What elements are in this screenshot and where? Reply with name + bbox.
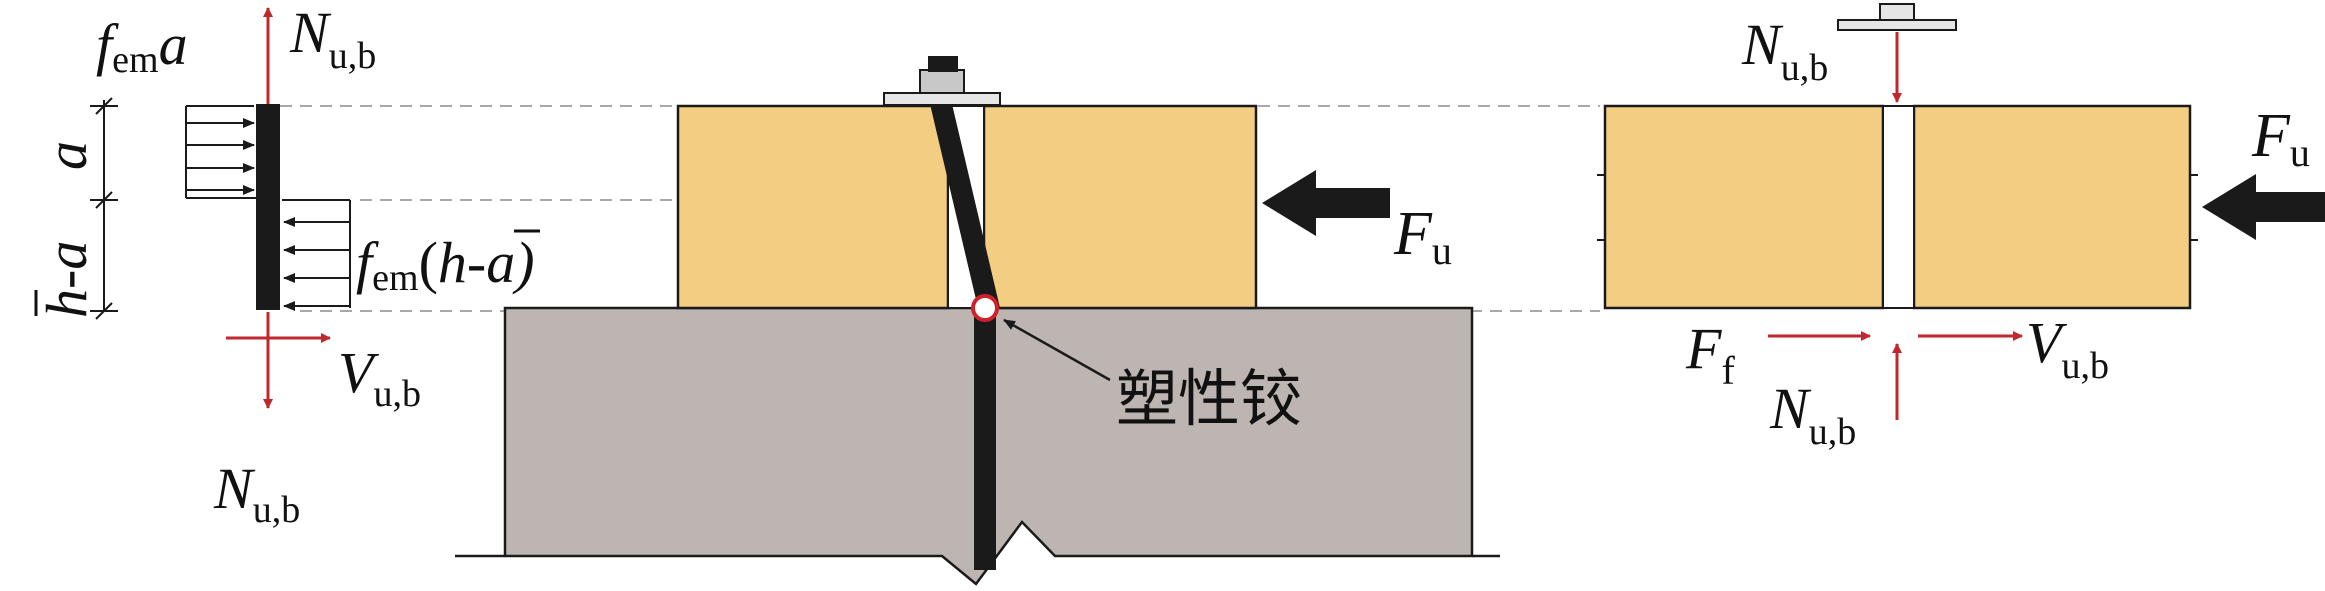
timber-right-fbd bbox=[1912, 104, 2192, 310]
timber-edge-ticks bbox=[1597, 174, 2198, 241]
upper-bearing-stress bbox=[185, 105, 256, 199]
bolt-thread-top bbox=[928, 56, 958, 72]
friction-label: Ff bbox=[1685, 316, 1735, 393]
lateral-force-label: Fu bbox=[1393, 200, 1452, 273]
washer bbox=[883, 92, 1001, 106]
timber-left bbox=[676, 104, 950, 310]
embedded-bolt bbox=[974, 308, 996, 570]
middle-panel: 塑性铰 Fu bbox=[455, 56, 1500, 586]
top-axial-label-fbd: Nu,b bbox=[1741, 12, 1828, 89]
hinge-label: 塑性铰 bbox=[1116, 362, 1302, 435]
dimension-lines bbox=[90, 97, 118, 320]
bottom-axial-label: Nu,b bbox=[213, 456, 300, 531]
dashed-guides bbox=[280, 105, 1600, 312]
top-axial-label: Nu,b bbox=[289, 0, 376, 77]
lateral-force-arrow bbox=[1262, 170, 1390, 236]
timber-left-fbd bbox=[1603, 104, 1885, 310]
timber-right bbox=[982, 104, 1258, 310]
bolt-bar bbox=[256, 104, 280, 310]
dim-h-minus-a-label: h-a bbox=[34, 241, 99, 318]
gap-fbd bbox=[1882, 105, 1915, 309]
bottom-axial-label-fbd: Nu,b bbox=[1769, 376, 1856, 453]
hinge-pointer bbox=[1003, 318, 1111, 382]
lateral-force-label-fbd: Fu bbox=[2251, 102, 2310, 175]
washer-symbol bbox=[1837, 19, 1957, 31]
right-panel: Nu,b Fu Ff Nu,b Vu,b bbox=[1597, 3, 2325, 453]
bent-bolt bbox=[930, 104, 1000, 308]
svg-text:h-a: h-a bbox=[34, 241, 99, 318]
nut bbox=[919, 69, 965, 94]
bottom-stress-label: fem(h-a) bbox=[356, 230, 535, 299]
dim-a-label: a bbox=[34, 141, 99, 170]
shear-label-fbd: Vu,b bbox=[2026, 310, 2109, 387]
left-panel: fema Nu,b a h-a fem(h-a) Vu,b Nu,b bbox=[34, 0, 540, 531]
plastic-hinge bbox=[971, 294, 999, 322]
top-stress-label: fema bbox=[96, 12, 188, 81]
shear-label: Vu,b bbox=[338, 340, 421, 415]
nut-symbol bbox=[1879, 3, 1915, 21]
lateral-force-arrow-fbd bbox=[2202, 174, 2325, 240]
lower-bearing-stress bbox=[282, 199, 351, 311]
